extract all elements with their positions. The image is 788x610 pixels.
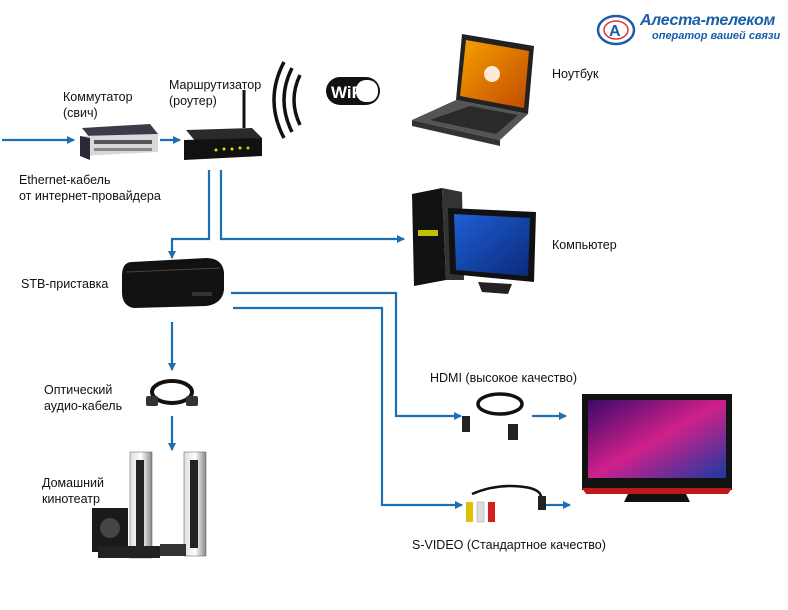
switch-icon — [80, 124, 158, 160]
ethernet-label-line1: Ethernet-кабель — [19, 173, 111, 187]
router-label-line2: (роутер) — [169, 94, 217, 108]
wifi-badge: WiFi — [326, 77, 380, 105]
tv-icon — [582, 394, 732, 502]
switch-label: Коммутатор (свич) — [63, 89, 133, 121]
hdmi-label: HDMI (высокое качество) — [430, 371, 578, 385]
computer-label: Компьютер — [552, 238, 617, 252]
home-theater-label: Домашний кинотеатр — [42, 475, 104, 507]
computer-icon — [412, 188, 536, 294]
stb-label: STB-приставка — [21, 277, 109, 291]
switch-label-line1: Коммутатор — [63, 90, 133, 104]
svideo-cable-icon — [466, 484, 546, 523]
logo-subtitle: оператор вашей связи — [652, 30, 781, 42]
wifi-text: WiFi — [331, 83, 367, 102]
optical-cable-icon — [146, 379, 198, 406]
stb-icon — [122, 258, 224, 308]
company-logo: А Алеста-телеком оператор вашей связи — [592, 6, 782, 50]
ethernet-label-line2: от интернет-провайдера — [19, 189, 161, 203]
logo-mark-icon: А — [596, 14, 636, 46]
switch-label-line2: (свич) — [63, 106, 98, 120]
line-router-to-computer — [219, 170, 405, 243]
home-theater-label-line1: Домашний — [42, 476, 104, 490]
line-stb-to-svideo — [233, 306, 463, 509]
router-icon — [184, 90, 262, 160]
router-label-line1: Маршрутизатор — [169, 78, 262, 92]
logo-mark-letter: А — [609, 23, 621, 40]
laptop-icon — [412, 34, 534, 146]
logo-title: Алеста-телеком — [640, 12, 776, 29]
hdmi-cable-icon — [462, 392, 524, 440]
line-router-to-stb — [168, 170, 211, 259]
svideo-label: S-VIDEO (Стандартное качество) — [412, 538, 606, 552]
laptop-label: Ноутбук — [552, 67, 599, 81]
wifi-waves-icon — [272, 61, 302, 139]
optical-label: Оптический аудио-кабель — [44, 382, 122, 414]
router-label: Маршрутизатор (роутер) — [169, 77, 261, 109]
optical-label-line2: аудио-кабель — [44, 399, 123, 413]
home-theater-icon — [92, 451, 207, 559]
home-theater-label-line2: кинотеатр — [42, 492, 100, 506]
optical-label-line1: Оптический — [44, 383, 113, 397]
line-stb-to-hdmi — [231, 291, 462, 420]
ethernet-label: Ethernet-кабель от интернет-провайдера — [19, 172, 161, 204]
connector-lines — [2, 136, 571, 509]
